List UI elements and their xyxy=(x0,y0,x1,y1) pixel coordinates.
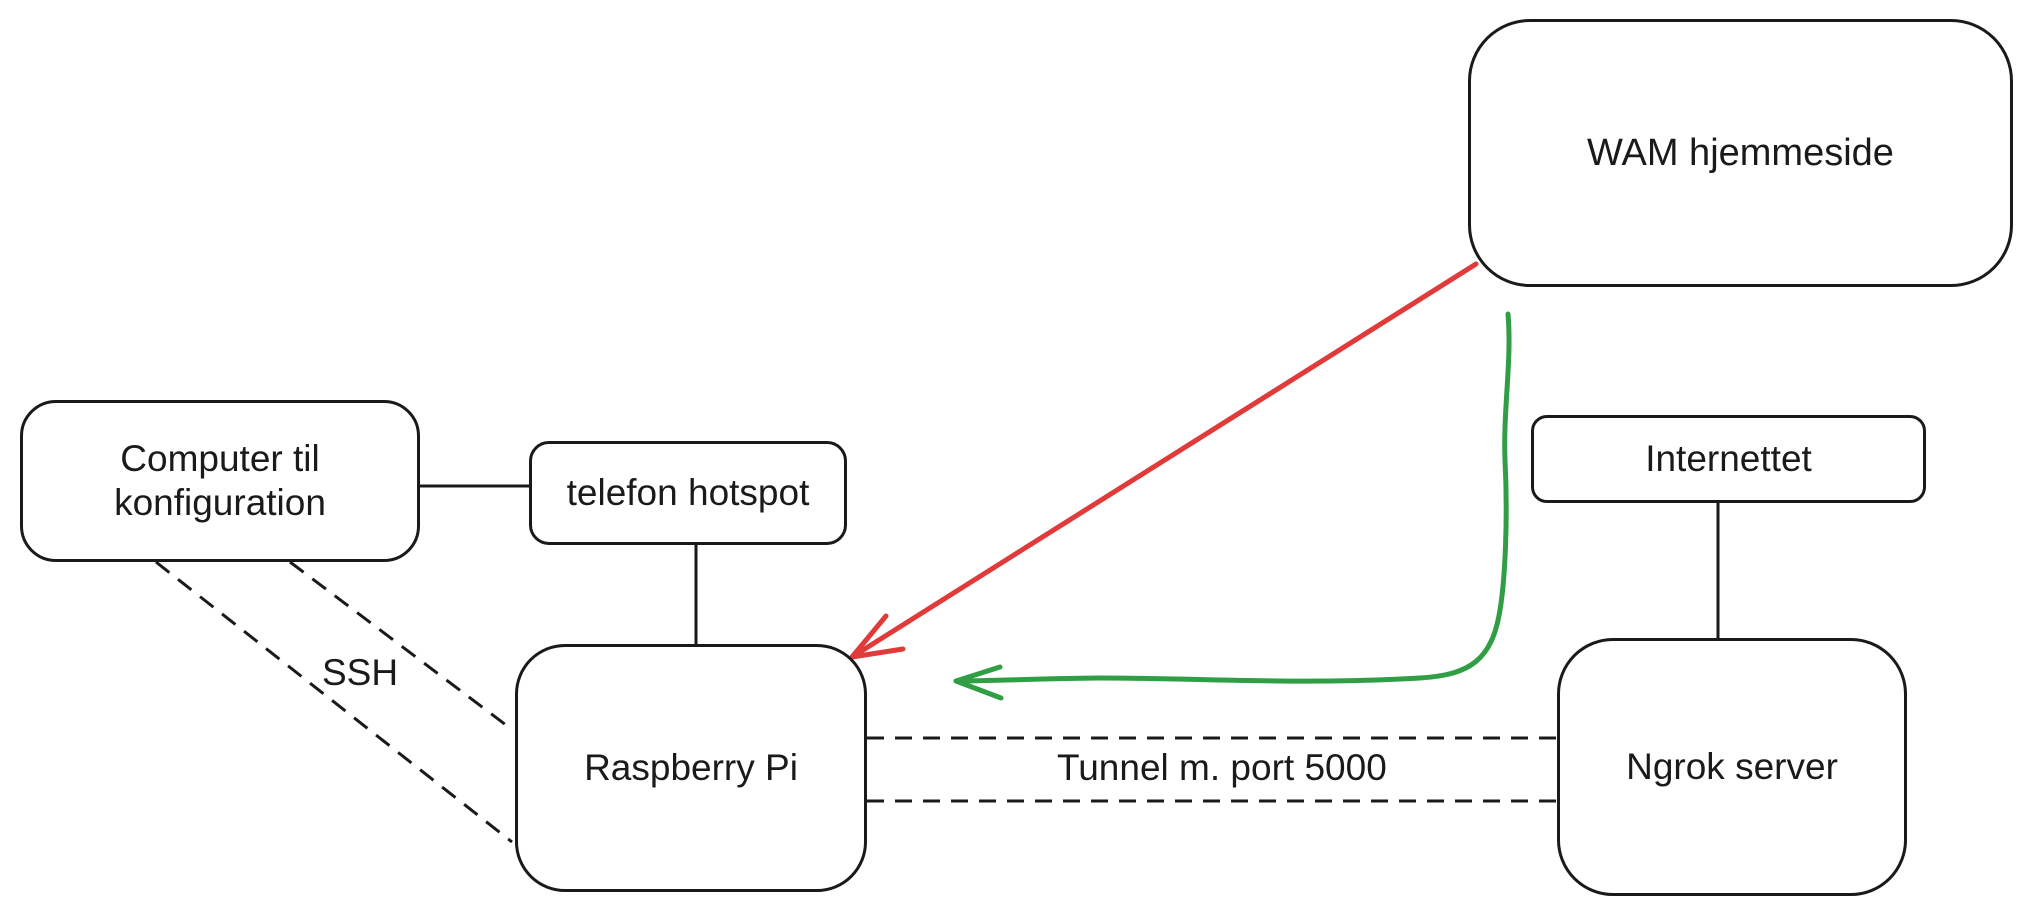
node-computer: Computer til konfiguration xyxy=(20,400,420,562)
node-ngrok-label: Ngrok server xyxy=(1626,746,1838,788)
edge-tunnel-label: Tunnel m. port 5000 xyxy=(1057,747,1387,788)
node-ngrok-server: Ngrok server xyxy=(1557,638,1907,896)
node-raspberry-pi: Raspberry Pi xyxy=(515,644,867,892)
node-wam-label: WAM hjemmeside xyxy=(1587,131,1894,174)
node-telefon-hotspot: telefon hotspot xyxy=(529,441,847,545)
node-hotspot-label: telefon hotspot xyxy=(566,472,810,514)
node-internettet: Internettet xyxy=(1531,415,1926,503)
node-wam-hjemmeside: WAM hjemmeside xyxy=(1468,19,2013,287)
node-computer-label: Computer til konfiguration xyxy=(114,438,326,523)
node-raspberry-pi-label: Raspberry Pi xyxy=(584,747,798,789)
edge-ssh-line-1 xyxy=(289,560,511,730)
red-arrow xyxy=(849,261,1479,660)
edge-ssh-line-2 xyxy=(155,560,513,844)
edge-ssh-label: SSH xyxy=(322,652,399,693)
node-internet-label: Internettet xyxy=(1645,438,1812,480)
green-arrow xyxy=(953,311,1512,701)
